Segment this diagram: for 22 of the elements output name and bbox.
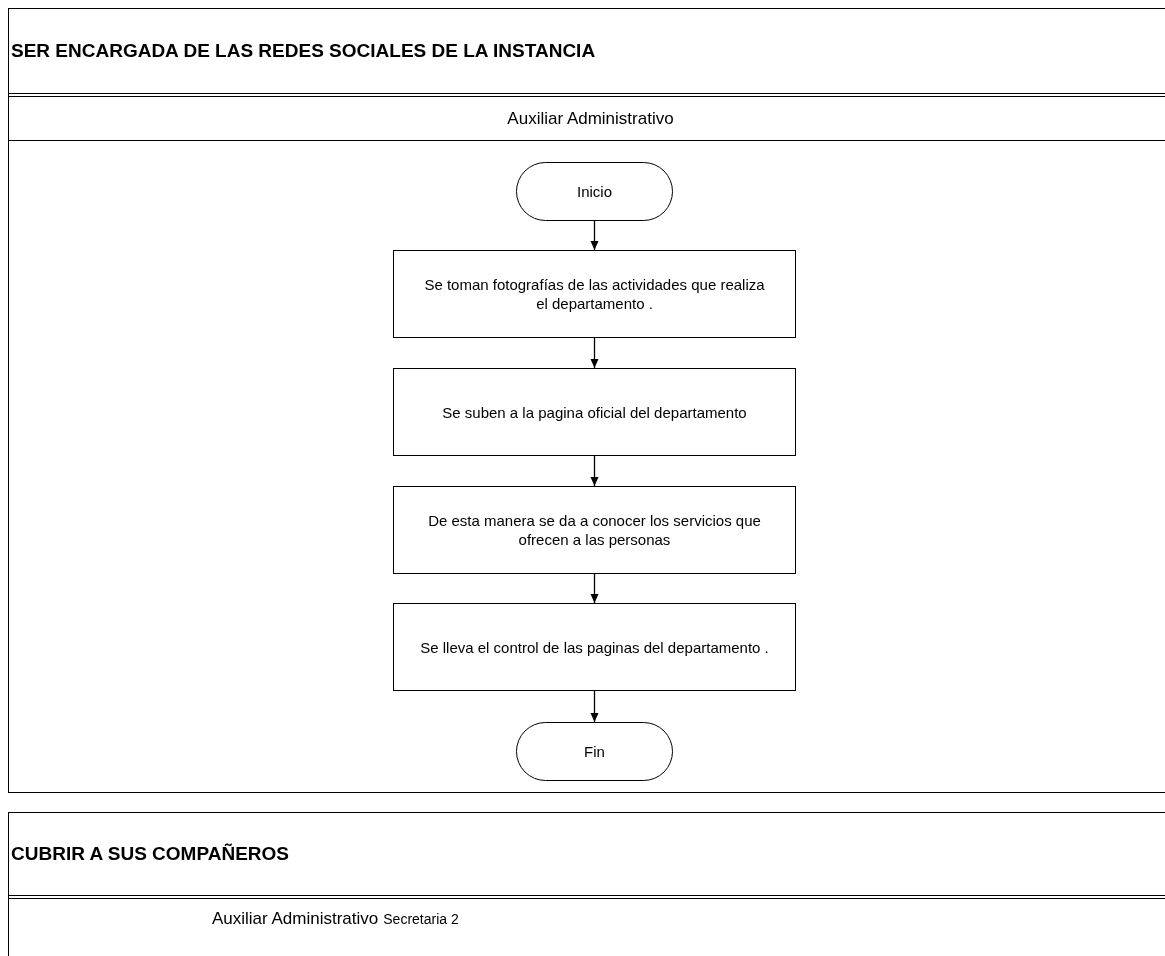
- process-box: [393, 486, 796, 574]
- process-title: SER ENCARGADA DE LAS REDES SOCIALES DE LA INSTANCIA: [11, 40, 596, 62]
- step-text: De esta manera se da a conocer los servicios que ofrecen a las personas: [427, 511, 762, 549]
- arrow: [590, 220, 599, 251]
- process-title: CUBRIR A SUS COMPAÑEROS: [11, 843, 289, 865]
- lane-header: Auxiliar Administrativo: [507, 108, 674, 129]
- step-text: Se toman fotografías de las actividades que realiza el departamento .: [423, 275, 766, 313]
- step-text: Fin: [584, 742, 605, 761]
- swimlane-panel: [8, 812, 1165, 956]
- process-box: [393, 368, 796, 456]
- arrow: [590, 337, 599, 369]
- lane-header: Secretaria 2: [383, 911, 459, 927]
- arrow: [590, 573, 599, 604]
- step-text: Se lleva el control de las paginas del departamento .: [420, 637, 769, 657]
- arrow: [590, 455, 599, 487]
- arrow: [590, 690, 599, 723]
- process-box: [393, 603, 796, 691]
- step-text: Inicio: [577, 182, 612, 201]
- lane-header: Auxiliar Administrativo: [212, 909, 379, 929]
- process-box: [393, 250, 796, 338]
- step-text: Se suben a la pagina oficial del departamento: [442, 402, 747, 422]
- swimlane-panel: [8, 8, 1165, 793]
